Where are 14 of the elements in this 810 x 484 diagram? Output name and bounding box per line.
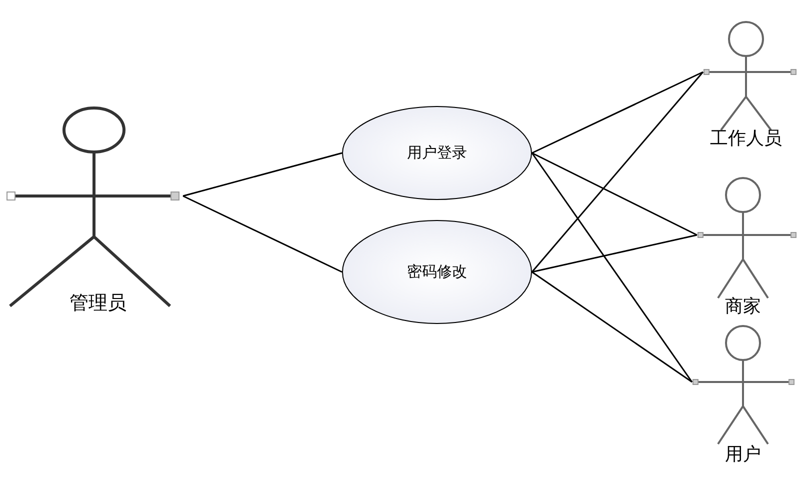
actor-name: 工作人员 — [710, 127, 782, 150]
association-line — [532, 234, 698, 273]
association-line — [532, 71, 704, 154]
association-line — [531, 72, 704, 272]
actor-name: 管理员 — [70, 291, 126, 316]
association-line — [182, 195, 342, 273]
association-line — [182, 152, 342, 197]
actor-name: 用户 — [725, 443, 761, 466]
association-line — [532, 152, 698, 236]
use-case-label: 密码修改 — [407, 262, 467, 282]
association-line — [531, 152, 693, 382]
association-line — [532, 271, 692, 383]
use-case-label: 用户登录 — [407, 144, 467, 162]
actor-name: 商家 — [725, 295, 761, 318]
